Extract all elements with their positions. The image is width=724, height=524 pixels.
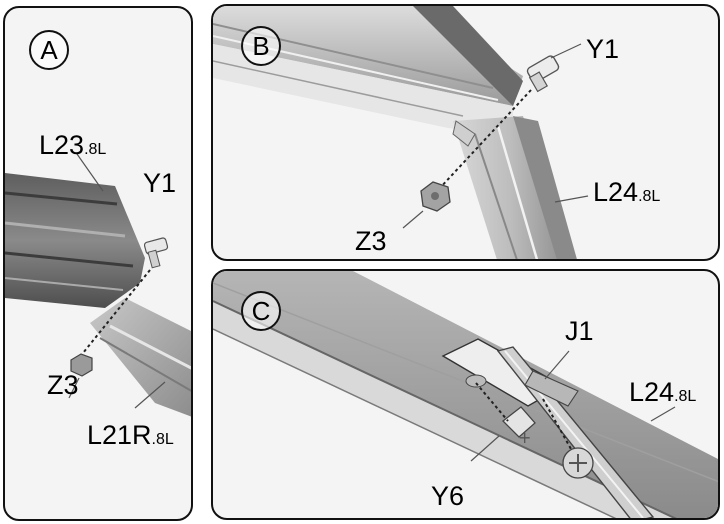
bolt-y1	[526, 55, 560, 93]
panel-a-drawing	[5, 153, 191, 417]
label-y6: Y6	[431, 481, 465, 511]
assembly-path-y6	[475, 382, 509, 422]
leader-z3	[402, 210, 424, 229]
nut-z3	[70, 353, 93, 377]
label-l23-suffix: .8L	[84, 141, 107, 158]
label-l23-code: L23	[39, 130, 85, 160]
label-l24-suffix: .8L	[674, 388, 697, 405]
leader-z3	[68, 377, 80, 399]
leader-l24	[650, 406, 676, 422]
panel-c: + C J1 L24.8L Y6	[211, 269, 720, 520]
label-z3: Z3	[355, 226, 387, 256]
leader-j1	[544, 350, 570, 380]
top-rail	[213, 6, 523, 136]
label-l21r: L21R.8L	[87, 422, 174, 449]
svg-text:+: +	[518, 428, 531, 447]
label-l24-code: L24	[629, 377, 675, 407]
label-l21r-code: L21R	[87, 420, 152, 450]
panel-b-badge: B	[241, 26, 281, 66]
bracket-j1	[496, 346, 655, 518]
label-l24-code: L24	[593, 177, 639, 207]
label-y1: Y1	[143, 168, 177, 198]
screw-second	[562, 447, 594, 479]
leader-l23	[76, 153, 104, 192]
panel-a-badge: A	[29, 30, 69, 70]
beam-l21r	[90, 298, 191, 417]
label-l23: L23.8L	[39, 132, 106, 159]
leader-y6	[470, 435, 500, 462]
label-l24: L24.8L	[629, 379, 696, 406]
screw-y6: +	[502, 406, 536, 447]
leader-y1	[550, 43, 582, 59]
label-j1: J1	[565, 316, 594, 346]
panel-c-badge: C	[241, 291, 281, 331]
panel-b: B Y1 L24.8L Z3	[211, 4, 720, 261]
bolt-y1	[143, 237, 169, 269]
label-l24: L24.8L	[593, 179, 660, 206]
beam-l24	[452, 116, 577, 259]
nut-z3	[420, 181, 451, 212]
panel-c-drawing: +	[213, 271, 718, 518]
label-z3: Z3	[47, 370, 79, 400]
leader-l21r	[134, 381, 166, 409]
assembly-path	[438, 89, 532, 190]
leader-l24	[554, 195, 589, 203]
panel-b-drawing	[213, 6, 589, 259]
label-l24-suffix: .8L	[638, 188, 661, 205]
label-l21r-suffix: .8L	[151, 431, 174, 448]
beam-l23	[5, 173, 145, 308]
label-y1: Y1	[586, 34, 620, 64]
panel-a: A L23.8L Y1 Z3 L21R.8L	[3, 6, 193, 521]
